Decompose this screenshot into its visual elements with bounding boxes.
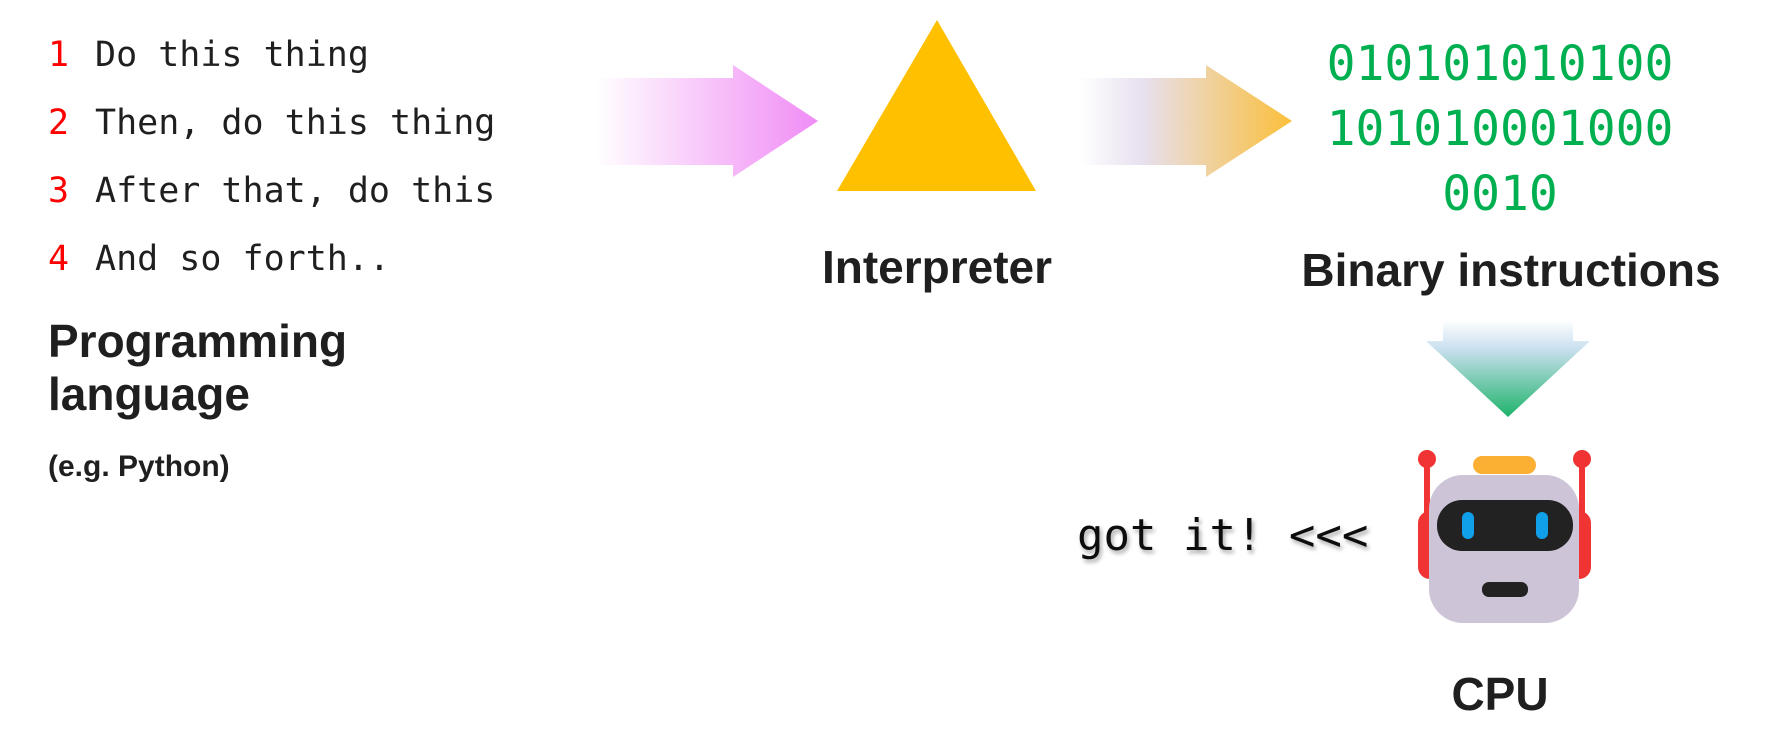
arrow-down-icon [1426, 320, 1590, 417]
binary-code: 010101010100 101010001000 0010 [1327, 36, 1674, 222]
step-list: 1 Do this thing 2 Then, do this thing 3 … [48, 35, 495, 279]
language-title-line2: language [48, 368, 250, 420]
step-number: 3 [48, 171, 69, 211]
interpreter-label: Interpreter [822, 241, 1052, 293]
cpu-label: CPU [1451, 668, 1548, 720]
cpu-response: got it! <<< [1077, 510, 1368, 561]
step-number: 2 [48, 103, 69, 143]
binary-line: 101010001000 [1327, 101, 1674, 157]
arrow-right-icon [1079, 65, 1292, 177]
step-text: Then, do this thing [95, 103, 495, 143]
binary-label: Binary instructions [1301, 244, 1720, 296]
binary-line: 0010 [1442, 166, 1558, 222]
step-text: And so forth.. [95, 239, 390, 279]
step-text: After that, do this [95, 171, 495, 211]
cpu-robot-icon [1418, 450, 1591, 623]
language-example: (e.g. Python) [48, 450, 230, 483]
interpreter-triangle-icon [837, 20, 1036, 191]
step-number: 4 [48, 239, 69, 279]
binary-line: 010101010100 [1327, 36, 1674, 92]
step-number: 1 [48, 35, 69, 75]
arrow-right-icon [596, 65, 818, 177]
language-title-line1: Programming [48, 315, 347, 367]
step-text: Do this thing [95, 35, 369, 75]
